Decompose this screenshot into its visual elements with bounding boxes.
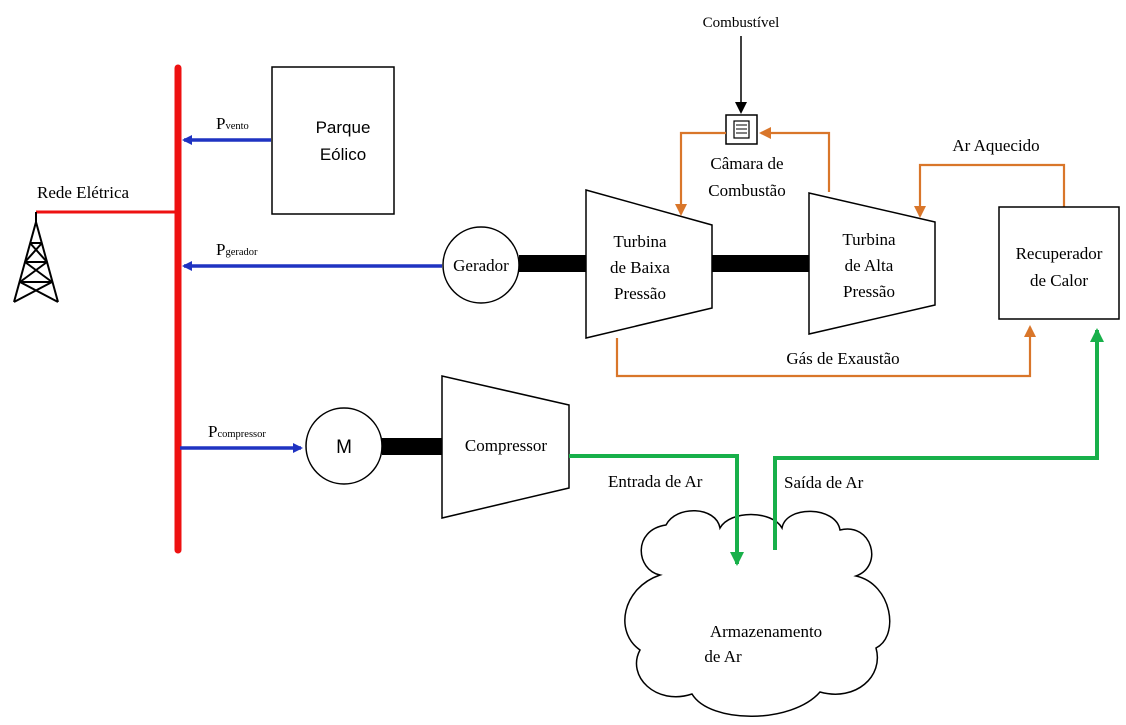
storage-label-line2: de Ar [704, 647, 742, 666]
lp-turbine-label-line2: de Baixa [610, 258, 670, 277]
shaft-motor-compressor [382, 438, 442, 455]
shaft-lp-hp [712, 255, 809, 272]
chamber-label-line2: Combustão [708, 181, 785, 200]
lp-turbine-label-line1: Turbina [613, 232, 667, 251]
air-storage-cloud [624, 510, 891, 717]
storage-label-line1: Armazenamento [710, 622, 822, 641]
heat-recuperator-label-line2: de Calor [1030, 271, 1088, 290]
motor-label: M [336, 437, 352, 458]
air-out-label: Saída de Ar [784, 473, 864, 492]
generator-label: Gerador [453, 256, 509, 275]
wind-farm-box [271, 66, 395, 215]
hp-turbine-shape [808, 192, 936, 335]
transmission-tower-icon [13, 212, 59, 303]
wind-farm-label-line1: Parque [316, 118, 371, 137]
fuel-label: Combustível [703, 15, 780, 31]
exhaust-gas-flow [615, 325, 1036, 378]
fuel-injector-icon [725, 114, 758, 145]
p-vento-label: Pvento [216, 114, 249, 133]
wind-farm-label-line2: Eólico [320, 145, 366, 164]
heat-recuperator-label-line1: Recuperador [1016, 244, 1103, 263]
chamber-label-line1: Câmara de [710, 154, 783, 173]
air-in-label: Entrada de Ar [608, 472, 703, 491]
hp-to-chamber-flow [759, 127, 831, 192]
heated-air-flow [914, 163, 1066, 218]
hp-turbine-label-line2: de Alta [845, 256, 894, 275]
compressor-label: Compressor [465, 436, 548, 455]
air-inlet-flow [569, 454, 744, 566]
hp-turbine-label-line3: Pressão [843, 282, 895, 301]
grid-label: Rede Elétrica [37, 183, 129, 202]
chamber-to-lp-flow [675, 131, 726, 216]
lp-turbine-shape [585, 189, 713, 339]
shaft-generator-lp [519, 255, 586, 272]
lp-turbine-label-line3: Pressão [614, 284, 666, 303]
p-compressor-label: Pcompressor [208, 422, 266, 441]
air-outlet-flow [773, 328, 1104, 550]
compressor-shape [441, 375, 570, 519]
heat-recuperator-box [998, 206, 1120, 320]
hp-turbine-label-line1: Turbina [842, 230, 896, 249]
exhaust-label: Gás de Exaustão [786, 349, 899, 368]
p-gerador-label: Pgerador [216, 240, 258, 259]
heated-air-label: Ar Aquecido [952, 136, 1039, 155]
